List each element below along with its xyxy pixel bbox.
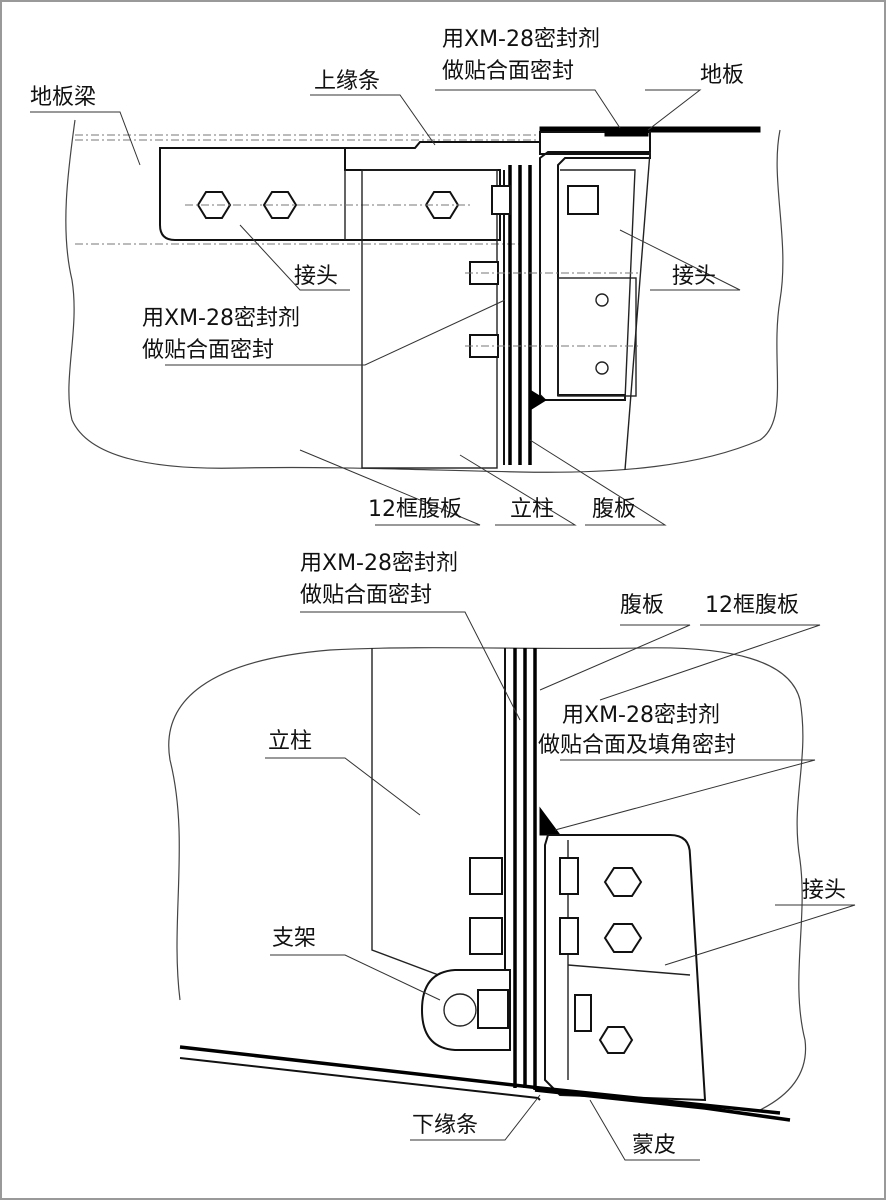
column-plate	[361, 169, 498, 469]
web-right-edge	[624, 151, 651, 471]
bolt-nut-top	[491, 185, 511, 215]
floor-sealant-strip	[604, 127, 649, 137]
bracket-hole	[443, 993, 477, 1027]
label-sealant-2-line2: 做贴合面密封	[142, 338, 274, 363]
bolt-b-nut-1	[559, 857, 579, 895]
label-b-bracket: 支架	[272, 926, 316, 951]
label-b-frame12-web: 12框腹板	[705, 593, 799, 618]
leader-b-joint	[664, 904, 856, 966]
leader-frame12-web	[299, 449, 481, 526]
leader-b-sealant-1	[300, 611, 521, 721]
leader-b-lower-edge	[410, 1094, 541, 1141]
label-column-top: 立柱	[510, 497, 554, 522]
label-joint-left: 接头	[294, 264, 338, 289]
label-b-sealant-1-line2: 做贴合面密封	[300, 583, 432, 608]
bottom-view: 用XM-28密封剂 做贴合面密封 腹板 12框腹板 用XM-28密封剂 做贴合面…	[168, 551, 856, 1161]
leader-joint-right	[619, 229, 741, 291]
leader-joint-left	[239, 224, 350, 291]
leader-floor-plate	[645, 89, 702, 131]
label-b-sealant-fillet-line1: 用XM-28密封剂	[562, 703, 720, 728]
top-view: 地板梁 上缘条 用XM-28密封剂 做贴合面密封 地板 接头 接头 用XM-28…	[30, 27, 784, 526]
leader-upper-edge	[310, 94, 436, 146]
leader-sealant-2	[165, 299, 506, 366]
label-joint-right: 接头	[672, 264, 716, 289]
label-sealant-2-line1: 用XM-28密封剂	[142, 306, 300, 331]
joint-right-lower-block	[557, 277, 637, 397]
label-b-column: 立柱	[268, 729, 312, 754]
bottom-break-boundary	[168, 647, 807, 1111]
label-floor-beam: 地板梁	[30, 85, 96, 110]
label-upper-edge-strip: 上缘条	[314, 69, 380, 94]
label-sealant-1-line1: 用XM-28密封剂	[442, 27, 600, 52]
joint-bottom-split	[567, 964, 691, 976]
label-web-top: 腹板	[592, 497, 636, 522]
top-break-boundary	[65, 119, 784, 473]
label-b-joint: 接头	[802, 878, 846, 903]
bracket-bolt	[477, 989, 509, 1029]
lower-edge-strip	[534, 1088, 791, 1122]
bolt-nut-right	[567, 185, 599, 215]
rivet-hole-2	[595, 361, 609, 375]
leader-b-bracket	[270, 954, 441, 1001]
label-floor-plate: 地板	[700, 63, 744, 88]
leader-b-web	[539, 624, 691, 691]
skin-inner	[179, 1057, 541, 1101]
leader-sealant-1	[435, 89, 621, 129]
leader-b-skin	[589, 1099, 700, 1161]
hex-bolt-b-3	[598, 1026, 634, 1054]
fillet-sealant-top	[529, 389, 547, 411]
bolt-b-nut-2	[559, 917, 579, 955]
bolt-b-head-2	[469, 917, 503, 955]
fillet-sealant-bottom	[539, 806, 561, 836]
label-b-skin: 蒙皮	[632, 1133, 676, 1158]
leader-b-fillet	[554, 759, 816, 831]
hex-bolt-b-1	[603, 867, 643, 897]
label-b-lower-edge-strip: 下缘条	[412, 1113, 478, 1138]
hex-bolt-2	[262, 191, 298, 219]
label-sealant-1-line2: 做贴合面密封	[442, 59, 574, 84]
skin	[179, 1045, 781, 1115]
label-b-web: 腹板	[620, 593, 664, 618]
leader-floor-beam	[30, 111, 141, 166]
leader-web	[529, 439, 667, 526]
bracket-bolt-nut	[574, 994, 592, 1032]
label-b-sealant-fillet-line2: 做贴合面及填角密封	[538, 733, 736, 758]
hex-bolt-b-2	[603, 923, 643, 953]
leader-b-column	[265, 757, 421, 816]
joint-left-fitting	[159, 147, 501, 241]
rivet-hole-1	[595, 293, 609, 307]
leader-column	[459, 454, 577, 526]
bolt-b-head-1	[469, 857, 503, 895]
joint-right-outline	[560, 169, 636, 401]
floor-plate	[539, 126, 761, 133]
label-frame12-web-top: 12框腹板	[368, 497, 462, 522]
leader-b-frame12	[599, 624, 821, 701]
label-b-sealant-1-line1: 用XM-28密封剂	[300, 551, 458, 576]
